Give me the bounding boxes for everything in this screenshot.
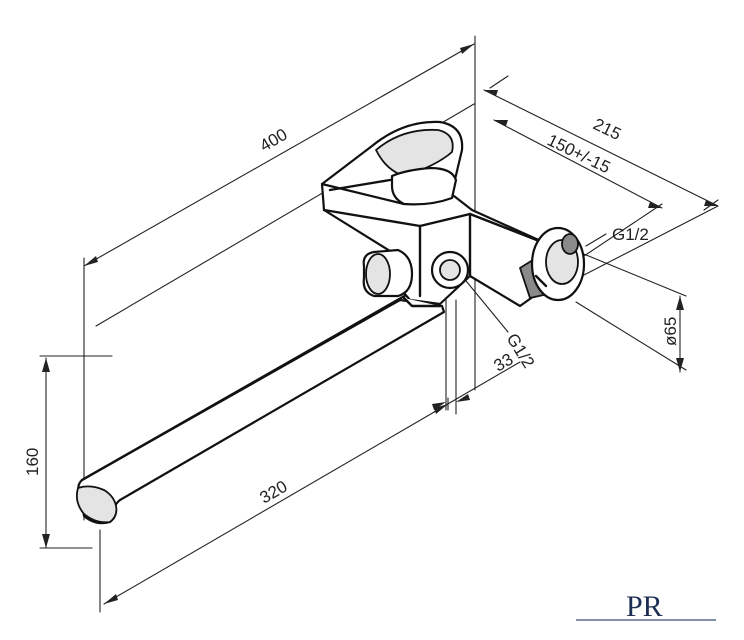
dim-spout-height: 160 (23, 448, 42, 476)
lever-cap (390, 166, 458, 206)
dimension-lines (39, 35, 719, 613)
logo-text: PR (626, 590, 663, 623)
lever-top-shading (375, 128, 454, 177)
dim-spout-length: 320 (257, 477, 291, 508)
flange-nut (561, 233, 579, 255)
dim-outlet-thread: G1/2 (612, 225, 649, 244)
dim-flange-diameter: ø65 (661, 317, 680, 346)
dim-wall-projection: 215 (590, 115, 624, 145)
brand-logo: PR (576, 590, 716, 623)
dimension-arrows (42, 44, 718, 604)
faucet-body (75, 120, 586, 525)
spout-aerator (75, 485, 118, 524)
